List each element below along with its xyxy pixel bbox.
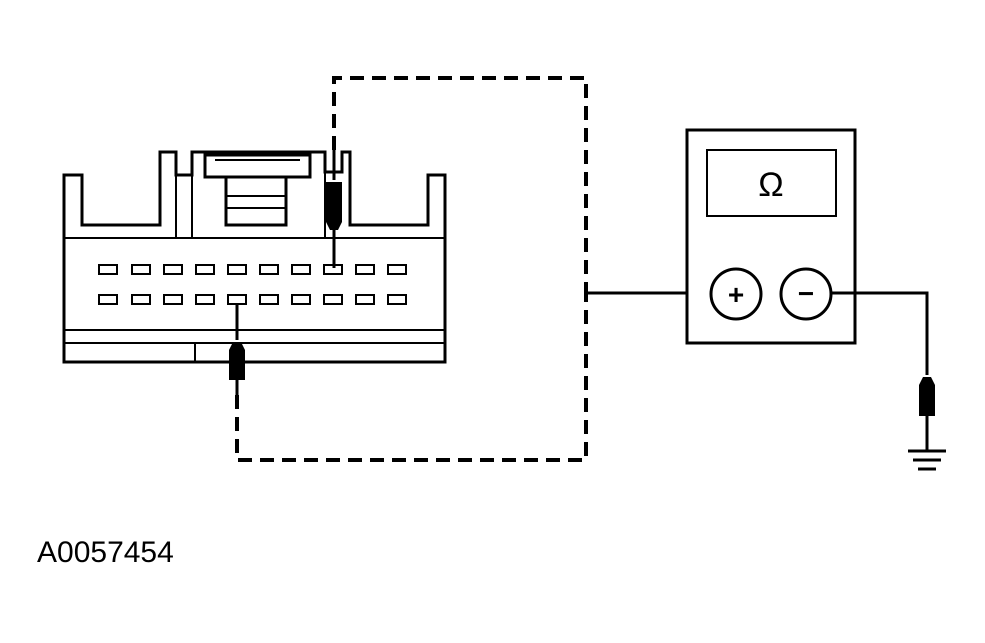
- pin-cavity: [163, 294, 183, 305]
- ground-icon: [908, 449, 946, 471]
- pin-cavity: [291, 264, 311, 275]
- pin-cavity: [98, 264, 118, 275]
- pin-cavity: [259, 264, 279, 275]
- positive-symbol: +: [728, 279, 744, 310]
- pin-cavity: [131, 264, 151, 275]
- back-probe-bottom: [229, 304, 245, 395]
- pin-cavity: [195, 264, 215, 275]
- jumper-wire-top: [332, 76, 588, 293]
- ohmmeter: Ω + −: [685, 128, 857, 345]
- meter-display: [706, 149, 837, 217]
- connector: [62, 150, 447, 364]
- ohm-symbol: Ω: [758, 166, 783, 204]
- pin-cavity: [227, 294, 247, 305]
- positive-terminal: [709, 267, 763, 321]
- back-probe-top: [326, 150, 342, 268]
- pin-cavity: [291, 294, 311, 305]
- connector-lock-body: [224, 175, 288, 227]
- pin-cavity: [98, 294, 118, 305]
- figure-reference-id: A0057454: [37, 536, 174, 569]
- pin-cavity: [163, 264, 183, 275]
- pin-cavity: [227, 264, 247, 275]
- pin-cavity: [195, 294, 215, 305]
- ground-probe: [919, 377, 935, 450]
- pin-cavity: [355, 264, 375, 275]
- pin-cavity: [387, 294, 407, 305]
- jumper-wire-bottom: [235, 293, 588, 462]
- negative-lead: [831, 291, 929, 375]
- pin-cavities: [98, 264, 407, 305]
- connector-lock: [203, 153, 312, 179]
- pin-cavity: [259, 294, 279, 305]
- pin-cavity: [387, 264, 407, 275]
- pin-cavity: [323, 294, 343, 305]
- pin-cavity: [355, 294, 375, 305]
- pin-cavity: [131, 294, 151, 305]
- negative-symbol: −: [798, 278, 814, 309]
